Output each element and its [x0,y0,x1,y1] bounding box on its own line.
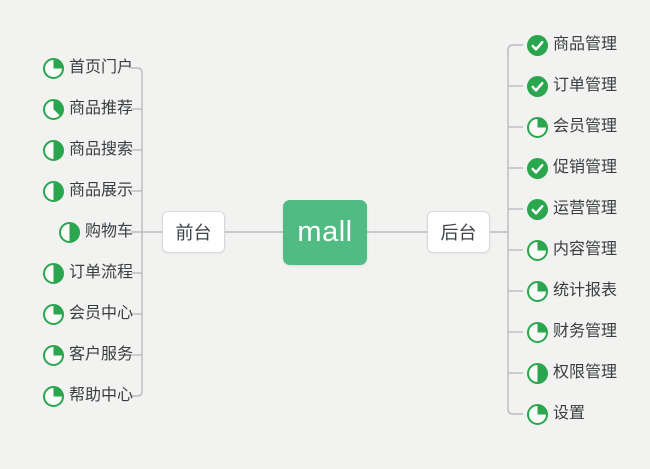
mindmap-item[interactable]: 客户服务 [42,342,133,368]
item-label: 财务管理 [553,323,618,340]
pie-progress-icon [42,57,64,79]
root-node-mall[interactable]: mall [283,200,367,265]
item-label: 商品展示 [68,182,133,199]
mindmap-item[interactable]: 订单管理 [527,73,617,99]
mindmap-item[interactable]: 首页门户 [42,55,133,81]
item-label: 设置 [553,405,586,422]
pie-progress-icon [42,180,64,202]
mindmap-item[interactable]: 内容管理 [527,237,617,263]
item-label: 会员中心 [68,305,133,322]
item-label: 促销管理 [553,159,618,176]
mindmap-item[interactable]: 帮助中心 [42,383,133,409]
pie-progress-icon [527,403,548,425]
item-label: 首页门户 [68,59,133,76]
pie-progress-icon [58,221,80,243]
mindmap-item[interactable]: 商品展示 [42,178,133,204]
mindmap-item[interactable]: 设置 [527,401,585,427]
pie-progress-icon [527,321,548,343]
mindmap-item[interactable]: 促销管理 [527,155,617,181]
mindmap-item[interactable]: 商品搜索 [42,137,133,163]
branch-node-backend[interactable]: 后台 [427,211,490,253]
pie-progress-icon [527,280,548,302]
mindmap-item[interactable]: 商品推荐 [42,96,133,122]
item-label: 购物车 [84,223,133,240]
mindmap-item[interactable]: 权限管理 [527,360,617,386]
item-label: 内容管理 [553,241,618,258]
item-label: 订单管理 [553,77,618,94]
item-label: 帮助中心 [68,387,133,404]
mindmap-item[interactable]: 运营管理 [527,196,617,222]
mindmap-item[interactable]: 商品管理 [527,32,617,58]
branch-node-frontend[interactable]: 前台 [162,211,225,253]
item-label: 统计报表 [553,282,618,299]
check-icon [527,34,548,56]
pie-progress-icon [527,239,548,261]
pie-progress-icon [42,98,64,120]
pie-progress-icon [42,385,64,407]
check-icon [527,75,548,97]
item-label: 权限管理 [553,364,618,381]
item-label: 运营管理 [553,200,618,217]
item-label: 商品搜索 [68,141,133,158]
item-label: 会员管理 [553,118,618,135]
pie-progress-icon [42,303,64,325]
check-icon [527,157,548,179]
mindmap-item[interactable]: 统计报表 [527,278,617,304]
item-label: 商品管理 [553,36,618,53]
pie-progress-icon [42,139,64,161]
check-icon [527,198,548,220]
pie-progress-icon [42,344,64,366]
mindmap-item[interactable]: 订单流程 [42,260,133,286]
pie-progress-icon [527,362,548,384]
mindmap-item[interactable]: 购物车 [58,219,133,245]
pie-progress-icon [42,262,64,284]
item-label: 商品推荐 [68,100,133,117]
mindmap-item[interactable]: 会员管理 [527,114,617,140]
mindmap-item[interactable]: 财务管理 [527,319,617,345]
item-label: 订单流程 [68,264,133,281]
pie-progress-icon [527,116,548,138]
item-label: 客户服务 [68,346,133,363]
mindmap-item[interactable]: 会员中心 [42,301,133,327]
